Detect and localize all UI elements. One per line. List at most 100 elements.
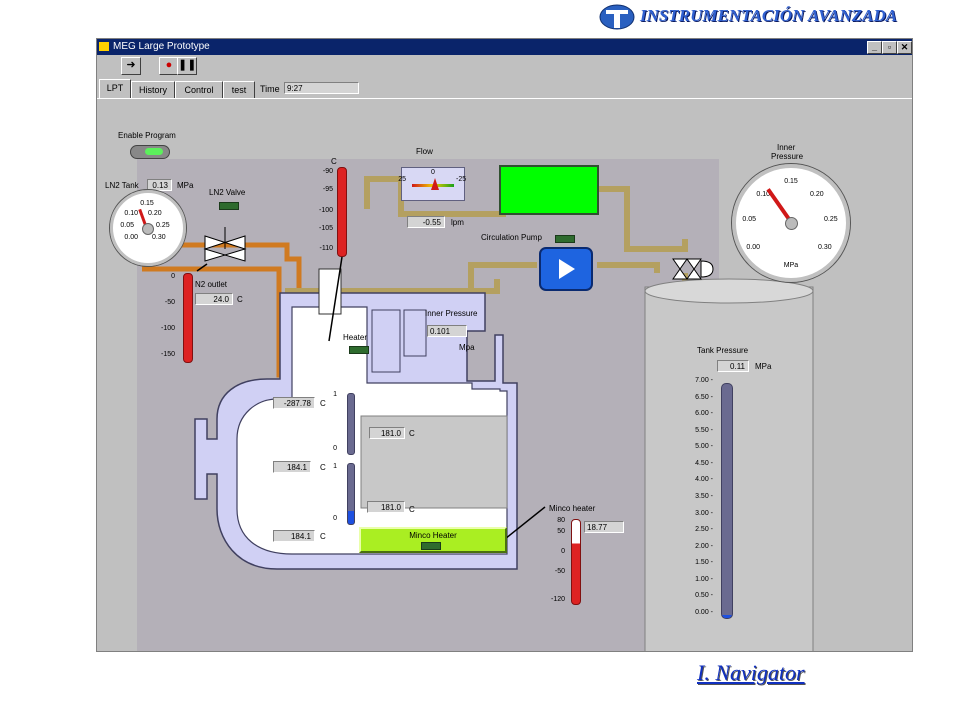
circulation-pump-label: Circulation Pump (481, 233, 542, 242)
inner-pressure-unit: Mpa (459, 343, 475, 352)
tab-lpt[interactable]: LPT (99, 79, 131, 99)
app-icon (99, 42, 109, 51)
n2-outlet-label: N2 outlet (195, 280, 228, 289)
n2-tick: -150 (160, 351, 175, 358)
top-thermo-tick: -90 (322, 168, 333, 175)
return-valve-body (672, 258, 702, 280)
window-titlebar: MEG Large Prototype _ ▫ ✕ (97, 39, 912, 55)
inlet-column (371, 309, 401, 373)
return-pipe (468, 262, 660, 294)
abort-icon[interactable]: ● (159, 57, 179, 75)
tank-pressure-bar (721, 383, 733, 619)
tank-pressure-tick: 6.00 - (695, 410, 713, 418)
tank-pressure-label: Tank Pressure (697, 346, 749, 355)
minco-indicator: 18.77 (584, 521, 624, 533)
flow-label: Flow (416, 147, 433, 156)
top-thermo-tick: -100 (318, 207, 333, 214)
minco-heater-button[interactable]: Minco Heater (359, 527, 507, 553)
temp-unit-1: C (320, 399, 326, 408)
tank-pressure-tick: 7.00 - (695, 377, 713, 384)
heater-label: Heater (343, 333, 368, 342)
tank-pressure-scale: 7.00 - 6.50 - 6.00 - 5.50 - 5.00 - 4.50 - 4.00… (677, 377, 717, 619)
tank-pressure-tick: 4.50 - (695, 459, 713, 467)
window-title: MEG Large Prototype (113, 41, 210, 52)
minco-thermometer (571, 519, 581, 605)
n2-outlet-thermometer (183, 273, 193, 363)
temp-indicator-1: -287.78 (273, 397, 315, 409)
n2-outlet-unit: C (237, 295, 243, 304)
minco-label: Minco heater (549, 504, 596, 513)
scale2-top: 1 (333, 463, 337, 470)
temp-unit-2: C (320, 463, 326, 472)
tank-pressure-tick: 5.50 - (695, 426, 713, 434)
chamber-unit-1: C (409, 429, 415, 438)
time-label: Time (260, 84, 280, 94)
tank-pressure-unit: MPa (755, 362, 772, 371)
flow-indicator: -0.55 (407, 216, 445, 228)
restore-button[interactable]: ▫ (882, 41, 897, 54)
minco-heater-label: Minco Heater (409, 531, 457, 540)
top-thermo-tick: -95 (322, 186, 333, 193)
time-indicator: 9:27 (284, 82, 359, 94)
enable-program-label: Enable Program (118, 131, 176, 140)
ln2-tank-gauge: 0.15 0.10 0.20 0.05 0.25 0.00 0.30 (109, 189, 187, 267)
n2-outlet-indicator: 24.0 (195, 293, 233, 305)
tank-pressure-indicator: 0.11 (717, 360, 749, 372)
minco-tick: -50 (554, 568, 565, 575)
n2-tick: 0 (171, 273, 175, 280)
inner-column (403, 309, 427, 357)
tank-pressure-tick: 4.00 - (695, 476, 713, 484)
circulation-pump-button[interactable] (539, 247, 593, 291)
tank-top (644, 278, 814, 304)
temp-indicator-3: 184.1 (273, 530, 315, 542)
top-thermometer (337, 167, 347, 257)
heater-arrow (328, 256, 343, 342)
flow-unit: lpm (451, 218, 464, 227)
tank-pressure-tick: 2.50 - (695, 526, 713, 534)
inner-gauge-label-2: Pressure (771, 152, 804, 161)
flow-meter: 25 0 -25 (398, 167, 466, 201)
play-icon (559, 259, 575, 279)
chamber-indicator-2: 181.0 (367, 501, 405, 513)
circulation-pipe-right (597, 186, 688, 252)
inner-pressure-indicator: 0.101 (427, 325, 467, 337)
tank-pressure-tick: 0.00 - (695, 609, 713, 616)
n2-arrow (196, 263, 208, 272)
process-diagram (137, 159, 814, 651)
tank-pressure-tick: 3.00 - (695, 509, 713, 517)
labview-window: MEG Large Prototype _ ▫ ✕ ➜ ● ❚❚ LPT His… (96, 38, 913, 652)
brand-logo: INSTRUMENTACIÓN AVANZADA (599, 4, 898, 30)
minco-tick: 0 (561, 548, 565, 555)
temp-unit-3: C (320, 532, 326, 541)
pause-icon[interactable]: ❚❚ (177, 57, 197, 75)
inner-pressure-label: Inner Pressure (425, 309, 478, 318)
navigator-link[interactable]: I. Navigator (697, 660, 805, 685)
tank-pressure-tick: 0.50 - (695, 592, 713, 600)
minimize-button[interactable]: _ (867, 41, 882, 54)
minco-tick: -120 (550, 596, 565, 603)
tank-pressure-tick: 6.50 - (695, 393, 713, 401)
inner-pressure-gauge: 0.15 0.10 0.20 0.05 0.25 0.00 0.30 MPa (731, 163, 851, 283)
ln2-valve-led (219, 202, 239, 210)
run-arrow-icon[interactable]: ➜ (121, 57, 141, 75)
scale1-bottom: 0 (333, 445, 337, 452)
ln2-tank-label: LN2 Tank (105, 181, 139, 190)
ln2-valve-label: LN2 Valve (209, 188, 246, 197)
return-valve-actuator (700, 260, 714, 278)
tank-pressure-tick: 5.00 - (695, 443, 713, 451)
heater-led (349, 346, 369, 354)
inner-gauge-label-1: Inner (777, 143, 796, 152)
chamber-unit-2: C (409, 505, 415, 514)
brand-title: INSTRUMENTACIÓN AVANZADA (640, 6, 898, 25)
enable-program-switch[interactable] (130, 145, 170, 159)
close-button[interactable]: ✕ (897, 41, 912, 54)
minco-tick: 80 (557, 517, 565, 524)
chamber-indicator-1: 181.0 (369, 427, 405, 439)
ln2-tank-unit: MPa (177, 181, 194, 190)
n2-tick: -50 (164, 299, 175, 306)
circulation-pump-led (555, 235, 575, 243)
tank-pressure-tick: 1.00 - (695, 575, 713, 583)
faculty-logo-icon (599, 4, 635, 30)
n2-tick: -100 (160, 325, 175, 332)
scale1-top: 1 (333, 391, 337, 398)
